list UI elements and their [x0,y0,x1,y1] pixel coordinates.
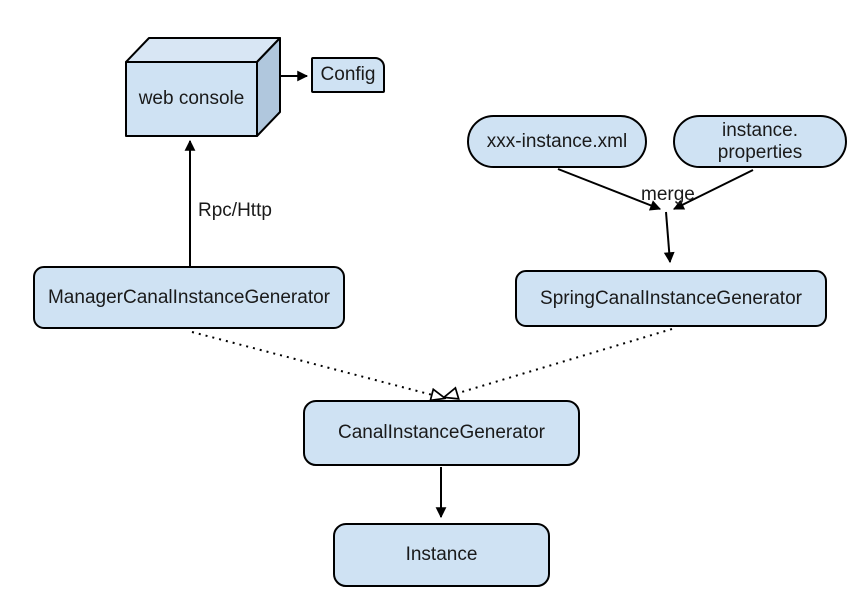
edge-properties-to-merge [673,169,754,210]
node-xxx-instance-xml: xxx-instance.xml [467,115,647,168]
instance-label: Instance [405,544,478,565]
edge-spring-to-canal [445,328,673,397]
spring-generator-label: SpringCanalInstanceGenerator [540,287,802,309]
config-label: Config [320,64,376,85]
web-console-label: web console [138,88,245,109]
edge-xml-to-merge [557,168,662,211]
edge-manager-to-canal [191,331,444,398]
canal-generator-label: CanalInstanceGenerator [337,422,545,443]
node-manager-canal-instance-generator: ManagerCanalInstanceGenerator [33,266,345,329]
web-console-cube [125,37,281,137]
manager-generator-label: ManagerCanalInstanceGenerator [47,286,330,308]
node-instance-properties: instance. properties [673,115,847,168]
node-canal-instance-generator: CanalInstanceGenerator [303,400,580,466]
node-spring-canal-instance-generator: SpringCanalInstanceGenerator [515,270,827,327]
edge-merge-to-spring [663,211,675,264]
node-config: Config [311,57,385,93]
rpc-http-edge-label: Rpc/Http [198,200,272,221]
node-instance: Instance [333,523,550,587]
instance-properties-label: instance. properties [717,119,803,163]
xxx-instance-xml-label: xxx-instance.xml [486,130,628,152]
merge-edge-label: merge [641,184,695,205]
